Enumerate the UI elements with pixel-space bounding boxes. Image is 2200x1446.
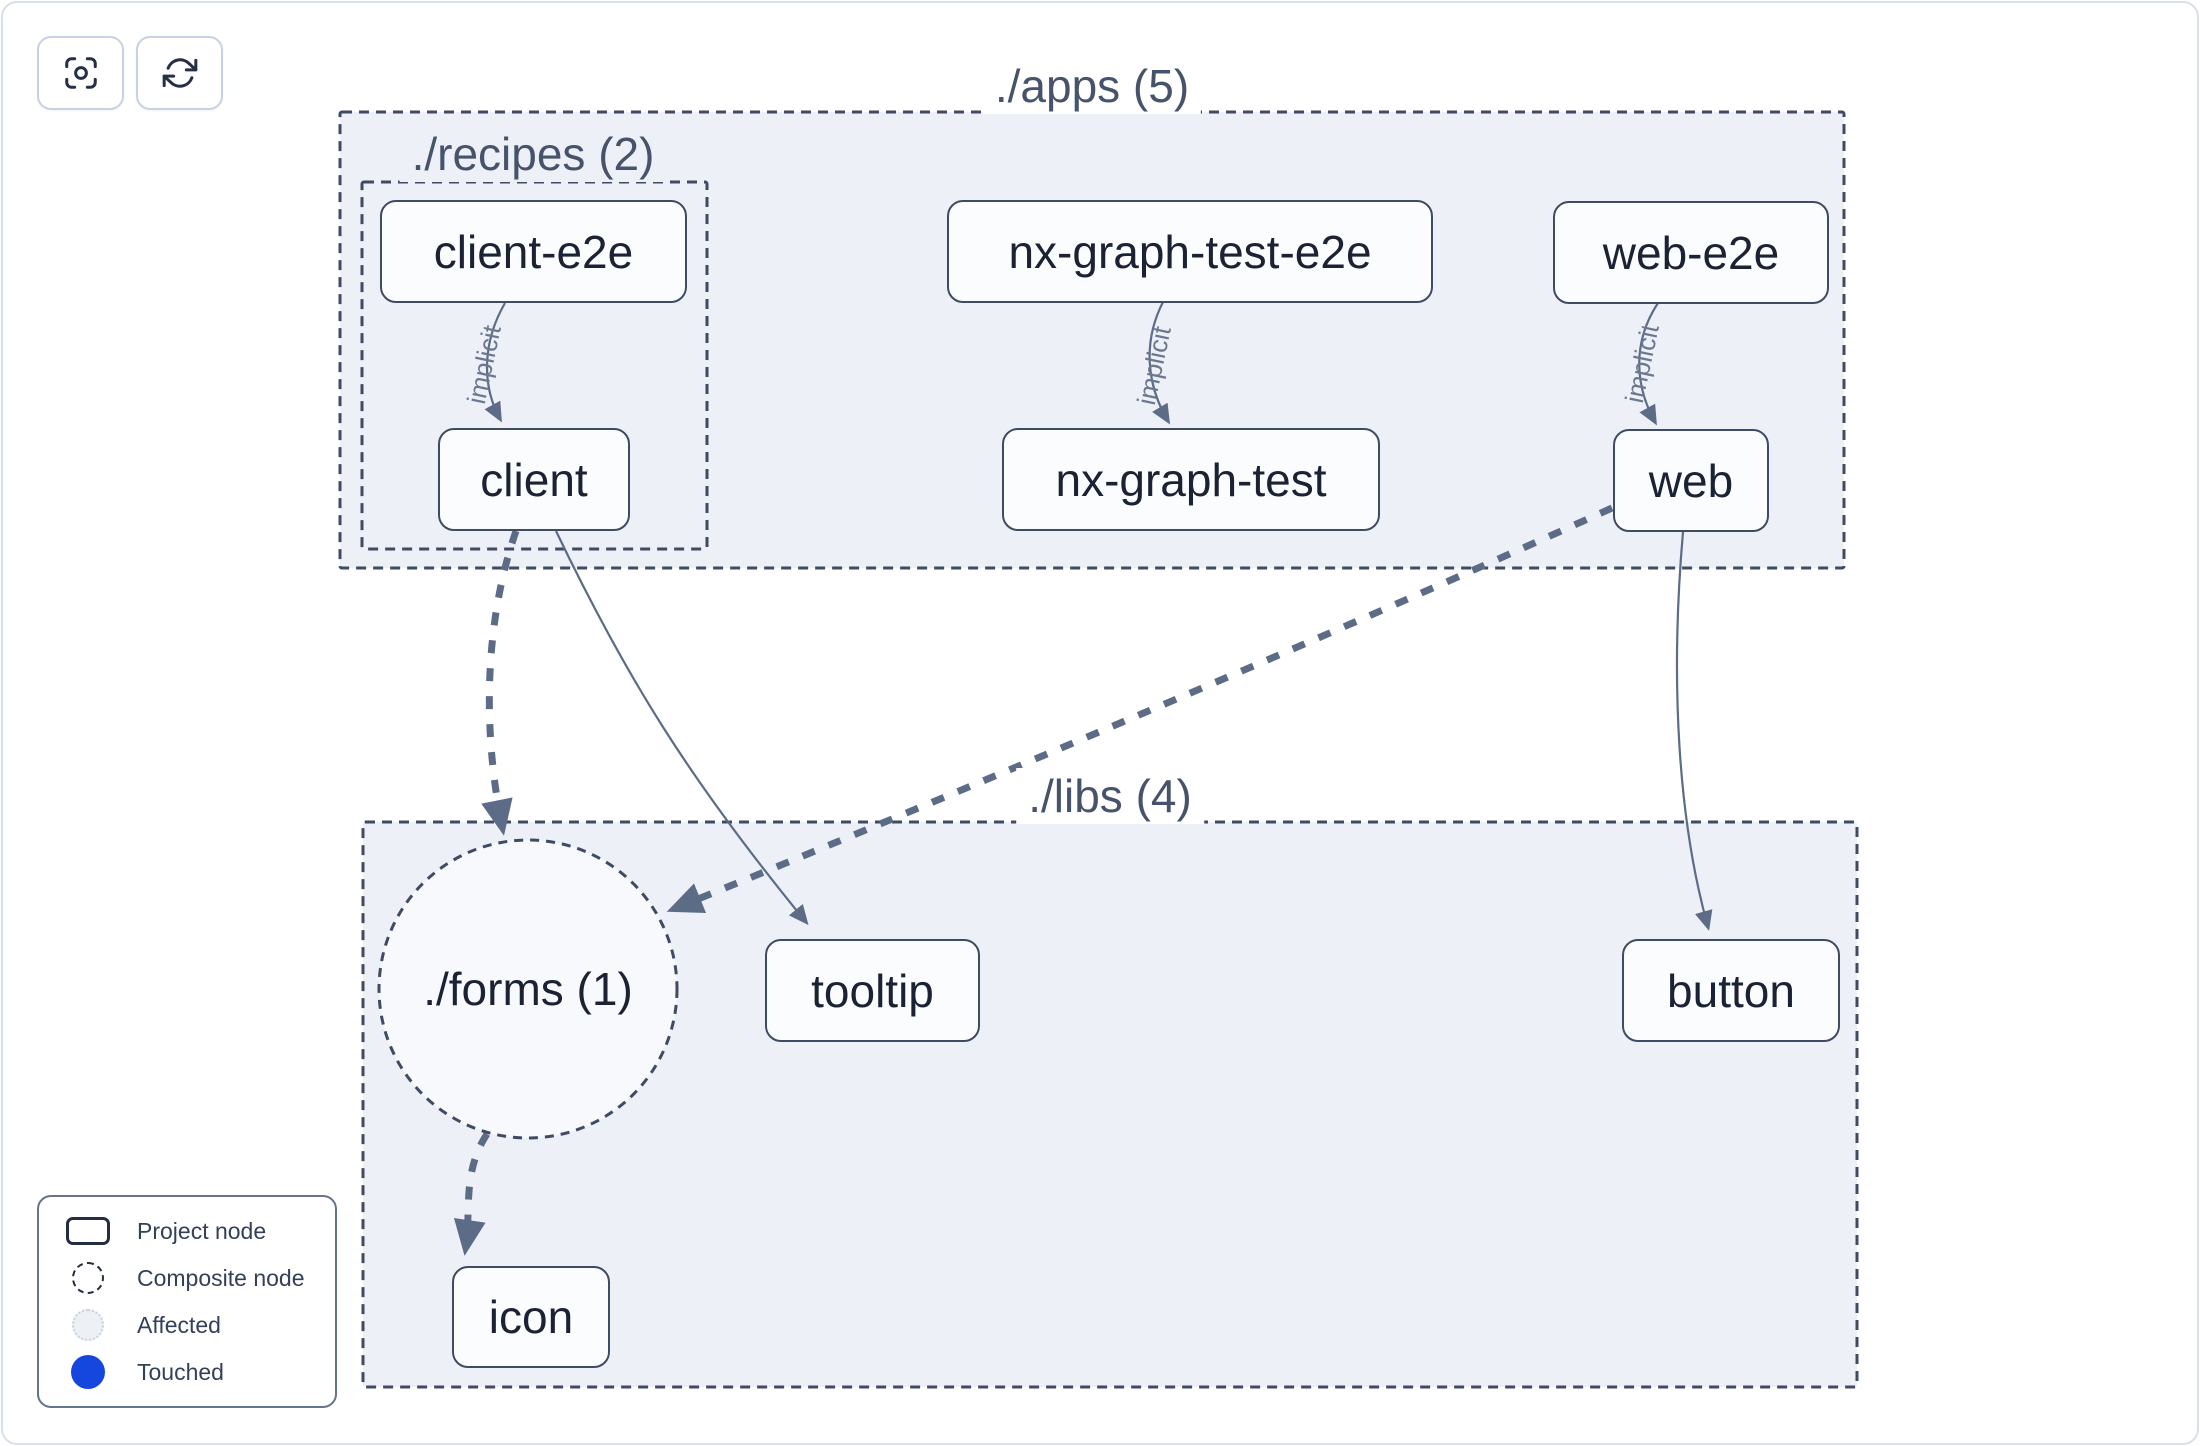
- edge-web-to-button: [1675, 531, 1713, 931]
- touched-icon: [71, 1355, 105, 1389]
- node-tooltip[interactable]: tooltip: [765, 939, 980, 1042]
- group-label-apps: ./apps (5): [982, 58, 1202, 114]
- composite-node-icon: [72, 1262, 104, 1294]
- legend-label: Composite node: [137, 1264, 305, 1291]
- group-box-libs: [361, 820, 1859, 1389]
- legend-label: Affected: [137, 1311, 221, 1338]
- legend-label: Touched: [137, 1358, 224, 1385]
- edge-client-to-forms: [481, 529, 520, 836]
- edge-web-to-forms: [666, 504, 1614, 914]
- node-icon[interactable]: icon: [452, 1266, 610, 1368]
- legend-item-composite-node: Composite node: [39, 1255, 335, 1302]
- refresh-icon: [161, 54, 199, 92]
- project-node-icon: [66, 1217, 110, 1245]
- node-client[interactable]: client: [438, 428, 630, 531]
- node-web-e2e[interactable]: web-e2e: [1553, 201, 1829, 304]
- node-web[interactable]: web: [1613, 429, 1769, 532]
- edge-web-e2e-to-web: [1638, 302, 1659, 426]
- group-label-recipes: ./recipes (2): [399, 126, 667, 182]
- node-nx-graph-test[interactable]: nx-graph-test: [1002, 428, 1380, 531]
- legend-label: Project node: [137, 1217, 267, 1244]
- edge-client-e2e-to-client: [484, 302, 506, 423]
- composite-node-forms-circle[interactable]: [377, 838, 679, 1140]
- affected-icon: [72, 1309, 104, 1341]
- legend: Project node Composite node Affected Tou…: [37, 1195, 337, 1408]
- legend-item-touched: Touched: [39, 1349, 335, 1396]
- node-nx-graph-test-e2e[interactable]: nx-graph-test-e2e: [947, 200, 1433, 303]
- group-label-libs: ./libs (4): [1016, 768, 1204, 824]
- edge-forms-to-icon: [453, 1132, 490, 1256]
- composite-node-forms-label: ./forms (1): [423, 963, 633, 1015]
- focus-button[interactable]: [37, 36, 124, 110]
- legend-item-project-node: Project node: [39, 1208, 335, 1255]
- node-client-e2e[interactable]: client-e2e: [380, 200, 687, 303]
- edge-client-to-tooltip: [555, 530, 809, 926]
- edge-nx-graph-test-e2e-to-nx-graph-test: [1148, 301, 1171, 425]
- refresh-button[interactable]: [136, 36, 223, 110]
- legend-item-affected: Affected: [39, 1302, 335, 1349]
- node-button[interactable]: button: [1622, 939, 1840, 1042]
- focus-crosshair-icon: [62, 54, 100, 92]
